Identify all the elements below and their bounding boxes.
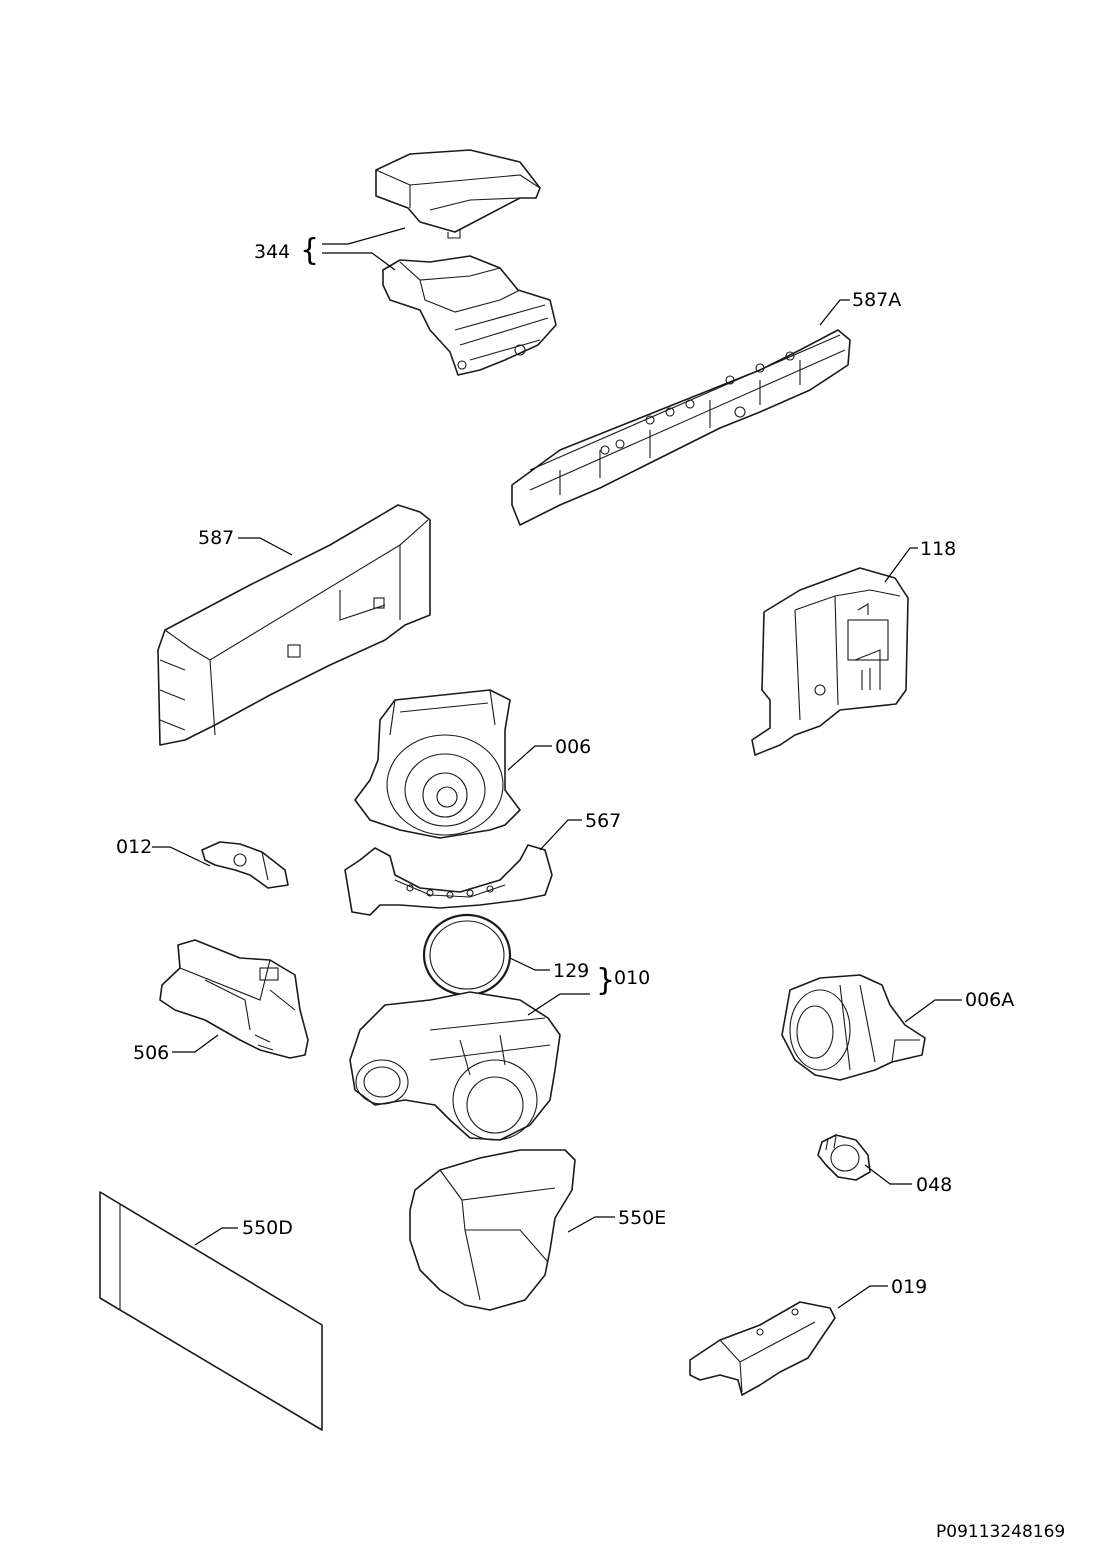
part-506-bracket xyxy=(159,939,309,1059)
leader-344-a xyxy=(322,227,406,245)
leader-019 xyxy=(837,1285,888,1309)
label-550D: 550D xyxy=(242,1217,293,1239)
part-012-sensor xyxy=(201,841,289,889)
label-012: 012 xyxy=(116,836,152,858)
part-019-bracket xyxy=(689,1301,836,1396)
label-550E: 550E xyxy=(618,1207,666,1229)
part-006-pump-motor xyxy=(354,689,521,839)
label-006: 006 xyxy=(555,736,591,758)
leader-550E xyxy=(567,1216,615,1233)
leader-129 xyxy=(509,957,550,971)
label-010: 010 xyxy=(614,967,650,989)
part-006A-drain-pump xyxy=(781,974,926,1081)
label-344: 344 xyxy=(254,241,290,263)
leader-550D xyxy=(194,1227,238,1246)
leader-048 xyxy=(864,1164,912,1185)
leader-012 xyxy=(152,846,211,867)
leader-587A xyxy=(819,299,850,326)
leader-567 xyxy=(539,819,582,851)
part-010-heat-pump xyxy=(349,991,561,1141)
brace-344: { xyxy=(300,233,319,268)
leader-344-b xyxy=(322,252,396,271)
part-587A-control-board xyxy=(511,329,851,526)
drawing-code: P09113248169 xyxy=(936,1522,1065,1542)
label-006A: 006A xyxy=(965,989,1014,1011)
leader-lines xyxy=(152,227,962,1309)
part-550D-panel xyxy=(99,1191,323,1431)
leader-118 xyxy=(884,547,918,583)
label-048: 048 xyxy=(916,1174,952,1196)
label-587: 587 xyxy=(198,527,234,549)
label-129: 129 xyxy=(553,960,589,982)
part-587-electronic-box xyxy=(157,504,431,746)
leader-010 xyxy=(527,993,590,1016)
part-344-cover xyxy=(375,149,541,239)
label-567: 567 xyxy=(585,810,621,832)
label-587A: 587A xyxy=(852,289,901,311)
part-344-module xyxy=(382,255,557,376)
part-118-detergent-dispenser xyxy=(751,567,909,756)
label-118: 118 xyxy=(920,538,956,560)
leader-006 xyxy=(507,745,552,771)
leader-587 xyxy=(238,537,293,556)
part-129-gasket xyxy=(422,913,512,997)
brace-010: } xyxy=(596,963,615,998)
part-567-mounting-bracket xyxy=(344,844,553,916)
part-550E-cover xyxy=(409,1149,576,1311)
leader-506 xyxy=(172,1034,219,1053)
part-048-pressure-switch xyxy=(817,1134,871,1181)
leader-006A xyxy=(904,999,962,1023)
label-506: 506 xyxy=(133,1042,169,1064)
label-019: 019 xyxy=(891,1276,927,1298)
